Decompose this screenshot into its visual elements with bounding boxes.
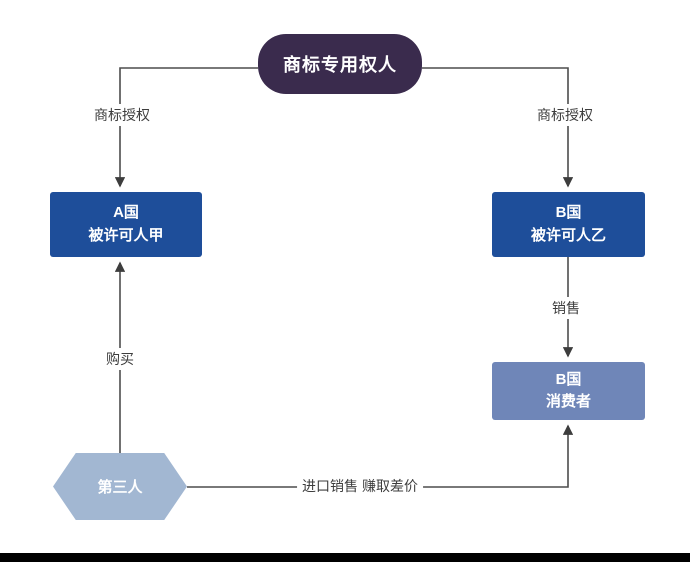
edge-label-auth-left: 商标授权 — [89, 104, 155, 126]
node-licensee-a-line2: 被许可人甲 — [88, 226, 164, 244]
node-licensee-b-line1: B国 — [555, 204, 582, 221]
node-third-party: 第三人 — [53, 453, 187, 520]
edge-label-purchase: 购买 — [101, 348, 139, 370]
node-licensee-a: A国 被许可人甲 — [50, 192, 202, 257]
edge-label-sale: 销售 — [547, 297, 585, 319]
edge-label-import-sale: 进口销售 赚取差价 — [297, 475, 423, 497]
edge-auth-right-line — [422, 67, 574, 188]
edge-label-auth-right: 商标授权 — [532, 104, 598, 126]
node-consumer-b-line1: B国 — [555, 370, 582, 388]
node-trademark-owner-label: 商标专用权人 — [283, 55, 397, 75]
node-licensee-b-line2: 被许可人乙 — [530, 226, 606, 244]
node-trademark-owner: 商标专用权人 — [258, 34, 422, 94]
node-consumer-b: B国 消费者 — [492, 362, 645, 420]
node-third-party-label: 第三人 — [97, 479, 143, 496]
bottom-border-bar — [0, 553, 690, 562]
node-licensee-b: B国 被许可人乙 — [492, 192, 645, 257]
node-consumer-b-line2: 消费者 — [545, 393, 591, 410]
edge-auth-left-line — [114, 67, 258, 188]
node-licensee-a-line1: A国 — [113, 204, 139, 221]
